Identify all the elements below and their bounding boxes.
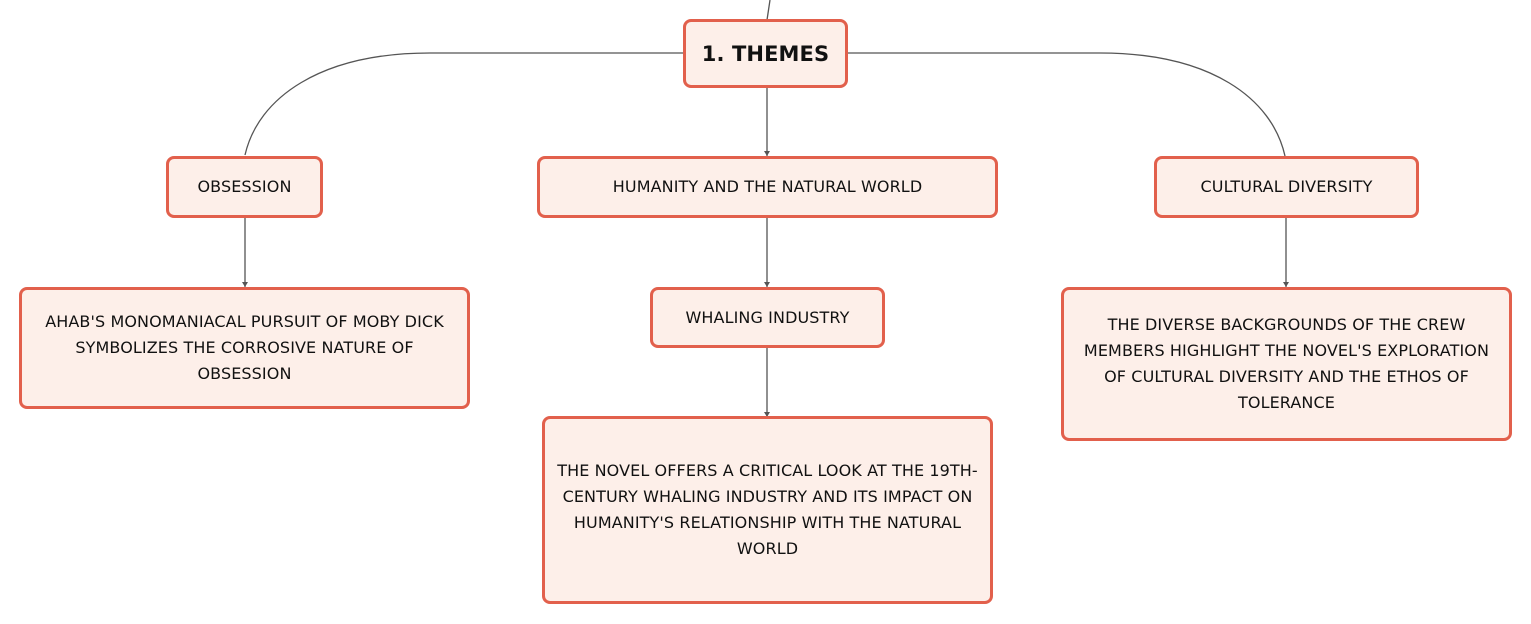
subbranch-node-whaling-industry[interactable]: WHALING INDUSTRY — [650, 287, 885, 348]
branch-node-cultural-diversity[interactable]: CULTURAL DIVERSITY — [1154, 156, 1419, 218]
connector-parent-to-root — [766, 0, 771, 21]
detail-node-whaling-industry[interactable]: THE NOVEL OFFERS A CRITICAL LOOK AT THE … — [542, 416, 993, 604]
branch-node-obsession[interactable]: OBSESSION — [166, 156, 323, 218]
connector-root-to-cultural-diversity — [848, 52, 1286, 157]
branch-node-humanity-natural-world[interactable]: HUMANITY AND THE NATURAL WORLD — [537, 156, 998, 218]
detail-node-obsession[interactable]: AHAB'S MONOMANIACAL PURSUIT OF MOBY DICK… — [19, 287, 470, 409]
connector-root-to-obsession — [244, 52, 683, 156]
root-node-themes[interactable]: 1. THEMES — [683, 19, 848, 88]
detail-node-cultural-diversity[interactable]: THE DIVERSE BACKGROUNDS OF THE CREW MEMB… — [1061, 287, 1512, 441]
